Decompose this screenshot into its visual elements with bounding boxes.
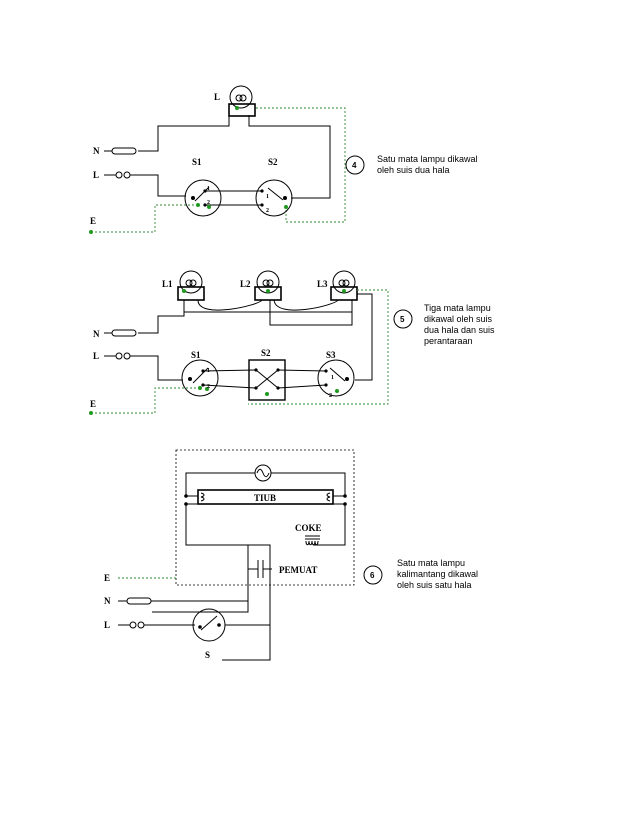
earth-label-2: E [90,399,96,409]
switch-2-S3 [317,359,355,397]
diagram2-caption-line1: Tiga mata lampu [424,303,491,313]
diagram-1: L N L E [89,85,478,234]
earth-label-3: E [104,573,110,583]
diagram3-caption-line1: Satu mata lampu [397,558,465,568]
switch-2-S1 [181,359,219,397]
lamp-L2 [254,270,282,301]
diagram3-caption-line3: oleh suis satu hala [397,580,472,590]
diagram3-caption-line2: kalimantang dikawal [397,569,478,579]
lamp2-label: L2 [240,279,251,289]
s1-term-2: 2 [207,200,210,206]
diagram1-caption-line2: oleh suis dua hala [377,165,450,175]
neutral-fuse-2 [104,329,137,337]
lamp-L [228,85,256,117]
lamp1-label: L1 [162,279,173,289]
diagram-3: TIUB COKE PEMUAT E [104,449,478,661]
fitting-enclosure [175,449,355,586]
diagram1-number: 4 [352,161,357,170]
lamp3-label: L3 [317,279,328,289]
diagram1-number-circle [345,155,365,175]
switch-2-S2-intermediate [248,359,286,401]
live-label: L [93,170,99,180]
live-link-3 [118,621,195,629]
switch-S2 [255,179,293,217]
switch2-s3-label: S3 [326,350,336,360]
switch-S-oneway [192,608,226,642]
lamp-L1 [177,270,205,301]
switch2-s2-label: S2 [261,348,271,358]
lamp-label: L [214,92,220,102]
diagram2-caption-line3: dua hala dan suis [424,325,495,335]
neutral-fuse-3 [118,597,152,605]
live-label-2: L [93,351,99,361]
live-label-3: L [104,620,110,630]
s3-term-1: 1 [331,375,334,381]
diagram-2: L1 L2 L3 N [89,270,495,415]
diagram2-number-circle [393,309,413,329]
diagram3-number: 6 [370,571,375,580]
diagram2-number: 5 [400,315,405,324]
starter-icon [254,464,272,482]
switch-S1 [184,179,222,217]
switch2-s1-label: S1 [191,350,201,360]
neutral-fuse [104,147,137,155]
capacitor-icon [257,560,264,578]
switch2-label: S2 [268,157,278,167]
diagram3-number-circle [363,565,383,585]
diagram2-caption-line4: perantaraan [424,336,473,346]
s2-term-1: 1 [266,194,269,200]
s1b-term-2: 2 [207,384,210,390]
s3-term-2: 2 [329,393,332,399]
live-link [104,171,138,179]
choke-label: COKE [295,523,322,533]
diagram1-caption-line1: Satu mata lampu dikawal [377,154,478,164]
tube-label: TIUB [254,493,276,503]
neutral-label-3: N [104,596,111,606]
earth-label: E [90,216,96,226]
s1-term-1: 1 [207,186,210,192]
switch-s-label: S [205,650,210,660]
fluorescent-tube [197,489,334,505]
neutral-label-2: N [93,329,100,339]
capacitor-label: PEMUAT [279,565,317,575]
choke-coil-icon [305,535,320,546]
lamp-L3 [330,270,358,301]
diagram2-caption-line2: dikawal oleh suis [424,314,493,324]
s2-term-2: 2 [266,208,269,214]
neutral-label: N [93,146,100,156]
live-link-2 [104,352,138,360]
switch1-label: S1 [192,157,202,167]
